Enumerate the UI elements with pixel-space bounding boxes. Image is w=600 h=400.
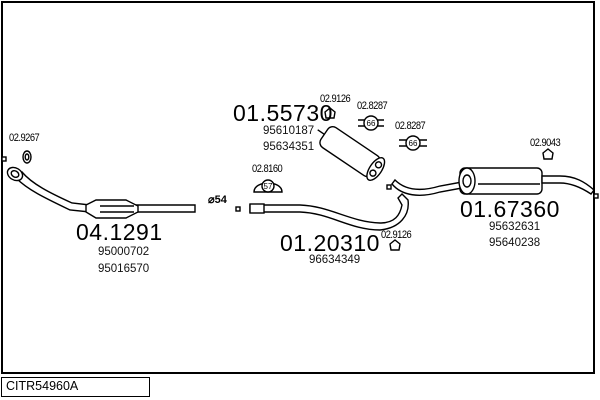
accessory-number[interactable]: 02.9043 [530,137,561,149]
marker-mid [386,184,392,190]
ref-number: 95640238 [489,237,541,249]
accessory-number[interactable]: 02.9126 [381,229,412,241]
part-number-rear-silencer[interactable]: 01.67360 [460,196,560,222]
rubber-mount-icon [324,107,336,119]
svg-text:66: 66 [367,119,376,128]
rear-silencer-drawing[interactable] [391,167,595,196]
middle-silencer-drawing[interactable] [310,119,388,183]
svg-text:57: 57 [264,182,273,191]
marker-left [1,156,7,162]
part-number-front-pipe[interactable]: 04.1291 [76,219,163,245]
accessory-number[interactable]: 02.9126 [320,93,351,105]
rubber-mount-icon [542,148,554,160]
ref-number: 96634349 [309,254,361,266]
ref-number: 95000702 [98,246,150,258]
accessory-number[interactable]: 02.8287 [395,120,426,132]
marker-right [593,193,599,199]
diagram-frame [1,1,595,374]
svg-text:66: 66 [409,139,418,148]
accessory-number[interactable]: 02.8287 [357,100,388,112]
clamp-66-icon-b: 66 [399,135,427,151]
clamp-66-icon-a: 66 [358,115,384,131]
diameter-label: ⌀54 [208,194,227,206]
clamp-57-icon: 57 [253,179,283,193]
accessory-number[interactable]: 02.8160 [252,163,283,175]
rubber-mount-icon [389,239,401,251]
ref-number: 95016570 [98,263,150,275]
intermediate-pipe-drawing[interactable] [249,193,409,231]
part-number-middle-silencer[interactable]: 01.55730 [233,100,333,126]
ref-number: 95634351 [263,141,315,153]
part-number-intermediate-pipe[interactable]: 01.20310 [280,230,380,256]
accessory-number[interactable]: 02.9267 [9,132,40,144]
front-pipe-drawing[interactable] [5,165,196,219]
marker-joint [235,206,241,212]
ref-number: 95632631 [489,221,541,233]
diagram-code: CITR54960A [1,377,150,397]
ref-number: 95610187 [263,125,315,137]
